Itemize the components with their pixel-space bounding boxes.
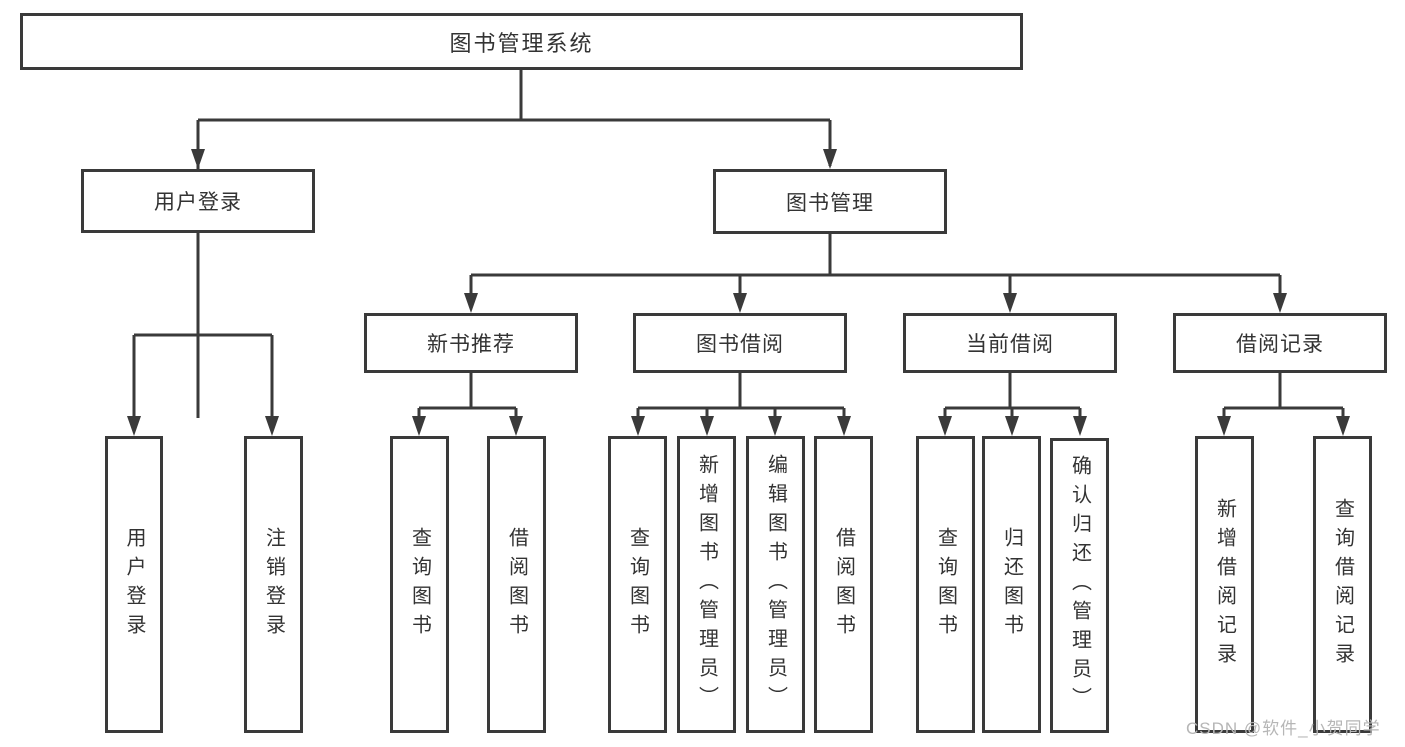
watermark: CSDN @软件_小贺同学 bbox=[1186, 719, 1381, 738]
leaf-label: 归还图书 bbox=[1000, 526, 1023, 643]
node-label: 图书管理系统 bbox=[449, 30, 594, 56]
node-book-borrowing: 图书借阅 bbox=[633, 313, 847, 373]
node-label: 新书推荐 bbox=[427, 333, 515, 356]
leaf-borrow-books-recommend: 借阅图书 bbox=[487, 436, 546, 733]
node-label: 当前借阅 bbox=[966, 333, 1054, 356]
node-label: 图书借阅 bbox=[696, 333, 784, 356]
leaf-label: 新增借阅记录 bbox=[1213, 497, 1236, 672]
leaf-query-books-recommend: 查询图书 bbox=[390, 436, 449, 733]
node-borrow-records: 借阅记录 bbox=[1173, 313, 1387, 373]
leaf-label: 新增图书（管理员） bbox=[695, 454, 718, 715]
leaf-label: 查询图书 bbox=[408, 526, 431, 643]
leaf-add-books-admin: 新增图书（管理员） bbox=[677, 436, 736, 733]
node-label: 用户登录 bbox=[154, 191, 242, 214]
leaf-label: 查询借阅记录 bbox=[1331, 497, 1354, 672]
leaf-logout: 注销登录 bbox=[244, 436, 303, 733]
node-label: 图书管理 bbox=[786, 191, 874, 215]
leaf-label: 借阅图书 bbox=[832, 526, 855, 643]
leaf-label: 借阅图书 bbox=[505, 526, 528, 643]
node-label: 借阅记录 bbox=[1236, 333, 1324, 356]
leaf-query-books-current: 查询图书 bbox=[916, 436, 975, 733]
arrowheads bbox=[127, 149, 1350, 436]
leaf-label: 确认归还（管理员） bbox=[1068, 455, 1091, 716]
connector-paths bbox=[132, 70, 1345, 418]
node-current-borrowing: 当前借阅 bbox=[903, 313, 1117, 373]
node-new-book-recommend: 新书推荐 bbox=[364, 313, 578, 373]
leaf-confirm-return-admin: 确认归还（管理员） bbox=[1050, 438, 1109, 733]
leaf-return-books: 归还图书 bbox=[982, 436, 1041, 733]
leaf-query-books-borrowing: 查询图书 bbox=[608, 436, 667, 733]
leaf-label: 编辑图书（管理员） bbox=[764, 454, 787, 715]
leaf-edit-books-admin: 编辑图书（管理员） bbox=[746, 436, 805, 733]
node-library-management-system: 图书管理系统 bbox=[20, 13, 1023, 70]
leaf-label: 查询图书 bbox=[934, 526, 957, 643]
leaf-label: 用户登录 bbox=[123, 526, 145, 643]
node-book-management: 图书管理 bbox=[713, 169, 947, 234]
leaf-label: 注销登录 bbox=[262, 526, 285, 643]
leaf-user-login: 用户登录 bbox=[105, 436, 163, 733]
leaf-query-borrow-record: 查询借阅记录 bbox=[1313, 436, 1372, 733]
node-user-login: 用户登录 bbox=[81, 169, 315, 233]
leaf-add-borrow-record: 新增借阅记录 bbox=[1195, 436, 1254, 733]
leaf-borrow-books-borrowing: 借阅图书 bbox=[814, 436, 873, 733]
leaf-label: 查询图书 bbox=[626, 526, 649, 643]
